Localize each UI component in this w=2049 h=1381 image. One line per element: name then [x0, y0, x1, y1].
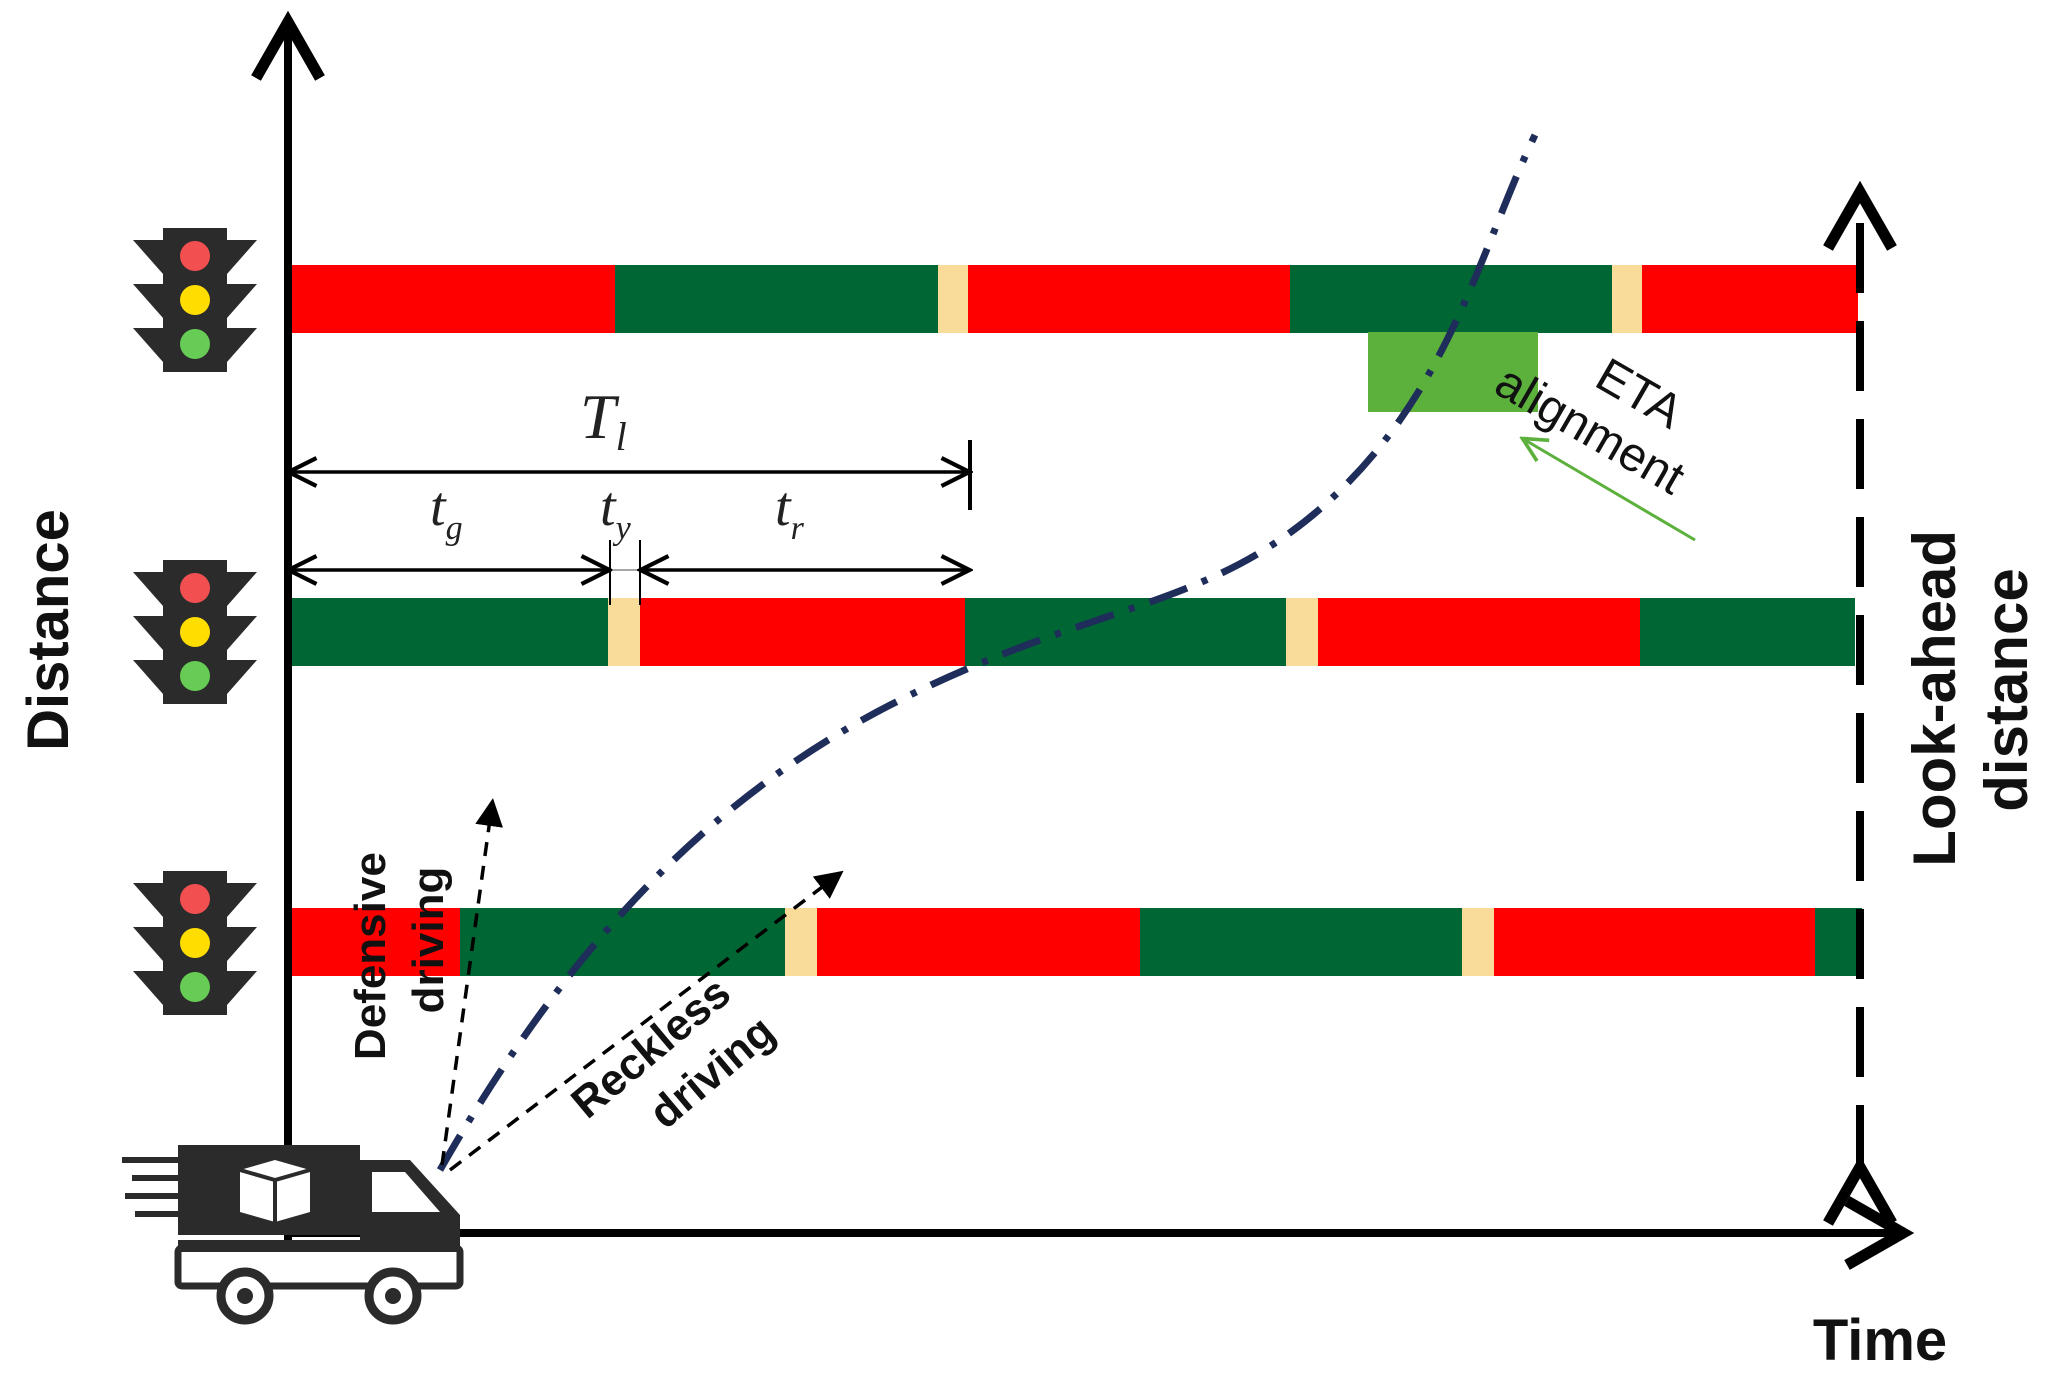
signal-phase-red	[968, 265, 1290, 333]
signal-phase-green	[1815, 908, 1862, 976]
signal-phase-red	[290, 908, 460, 976]
phase-dimensions	[292, 540, 966, 605]
signal-phase-red	[1642, 265, 1858, 333]
x-axis-label: Time	[1813, 1308, 1947, 1373]
green-time-label: tg	[430, 476, 463, 547]
signal-phase-yellow	[1462, 908, 1494, 976]
signal-phase-green	[285, 598, 608, 666]
reckless-driving-label: Reckless driving	[562, 960, 786, 1172]
signal-phase-red	[817, 908, 1140, 976]
traffic-light-icon	[133, 871, 257, 1015]
traffic-light-icon	[133, 228, 257, 372]
signal-phase-green	[965, 598, 1286, 666]
signal-phase-yellow	[785, 908, 817, 976]
traffic-lights	[133, 228, 257, 1015]
yellow-time-label: ty	[600, 476, 632, 547]
traffic-light-icon	[133, 560, 257, 704]
signal-timing-bars	[285, 265, 1862, 976]
look-ahead-label: Look-ahead distance	[1901, 513, 2040, 866]
defensive-arrow	[440, 798, 503, 1166]
signal-phase-red	[290, 265, 615, 333]
signal-phase-green	[460, 908, 785, 976]
eta-alignment-arrow	[1525, 440, 1696, 542]
defensive-driving-label: Defensive driving	[346, 840, 453, 1060]
signal-phase-red	[1318, 598, 1640, 666]
eta-window	[1368, 332, 1538, 412]
signal-phase-green	[1640, 598, 1855, 666]
signal-phase-red	[1494, 908, 1815, 976]
y-axis-label: Distance	[16, 509, 81, 751]
signal-phase-green	[615, 265, 938, 333]
signal-phase-green	[1140, 908, 1462, 976]
signal-phase-yellow	[1286, 598, 1318, 666]
signal-phase-yellow	[1612, 265, 1642, 333]
signal-phase-yellow	[938, 265, 968, 333]
vehicle-trajectory	[436, 133, 1539, 1172]
signal-phase-green	[1290, 265, 1612, 333]
cycle-dimension	[284, 440, 970, 510]
cycle-length-label: Tl	[580, 381, 627, 459]
delivery-truck-icon	[122, 1145, 464, 1325]
red-time-label: tr	[775, 476, 805, 547]
reckless-arrow	[448, 870, 844, 1172]
signal-phase-yellow	[608, 598, 640, 666]
signal-phase-red	[640, 598, 965, 666]
